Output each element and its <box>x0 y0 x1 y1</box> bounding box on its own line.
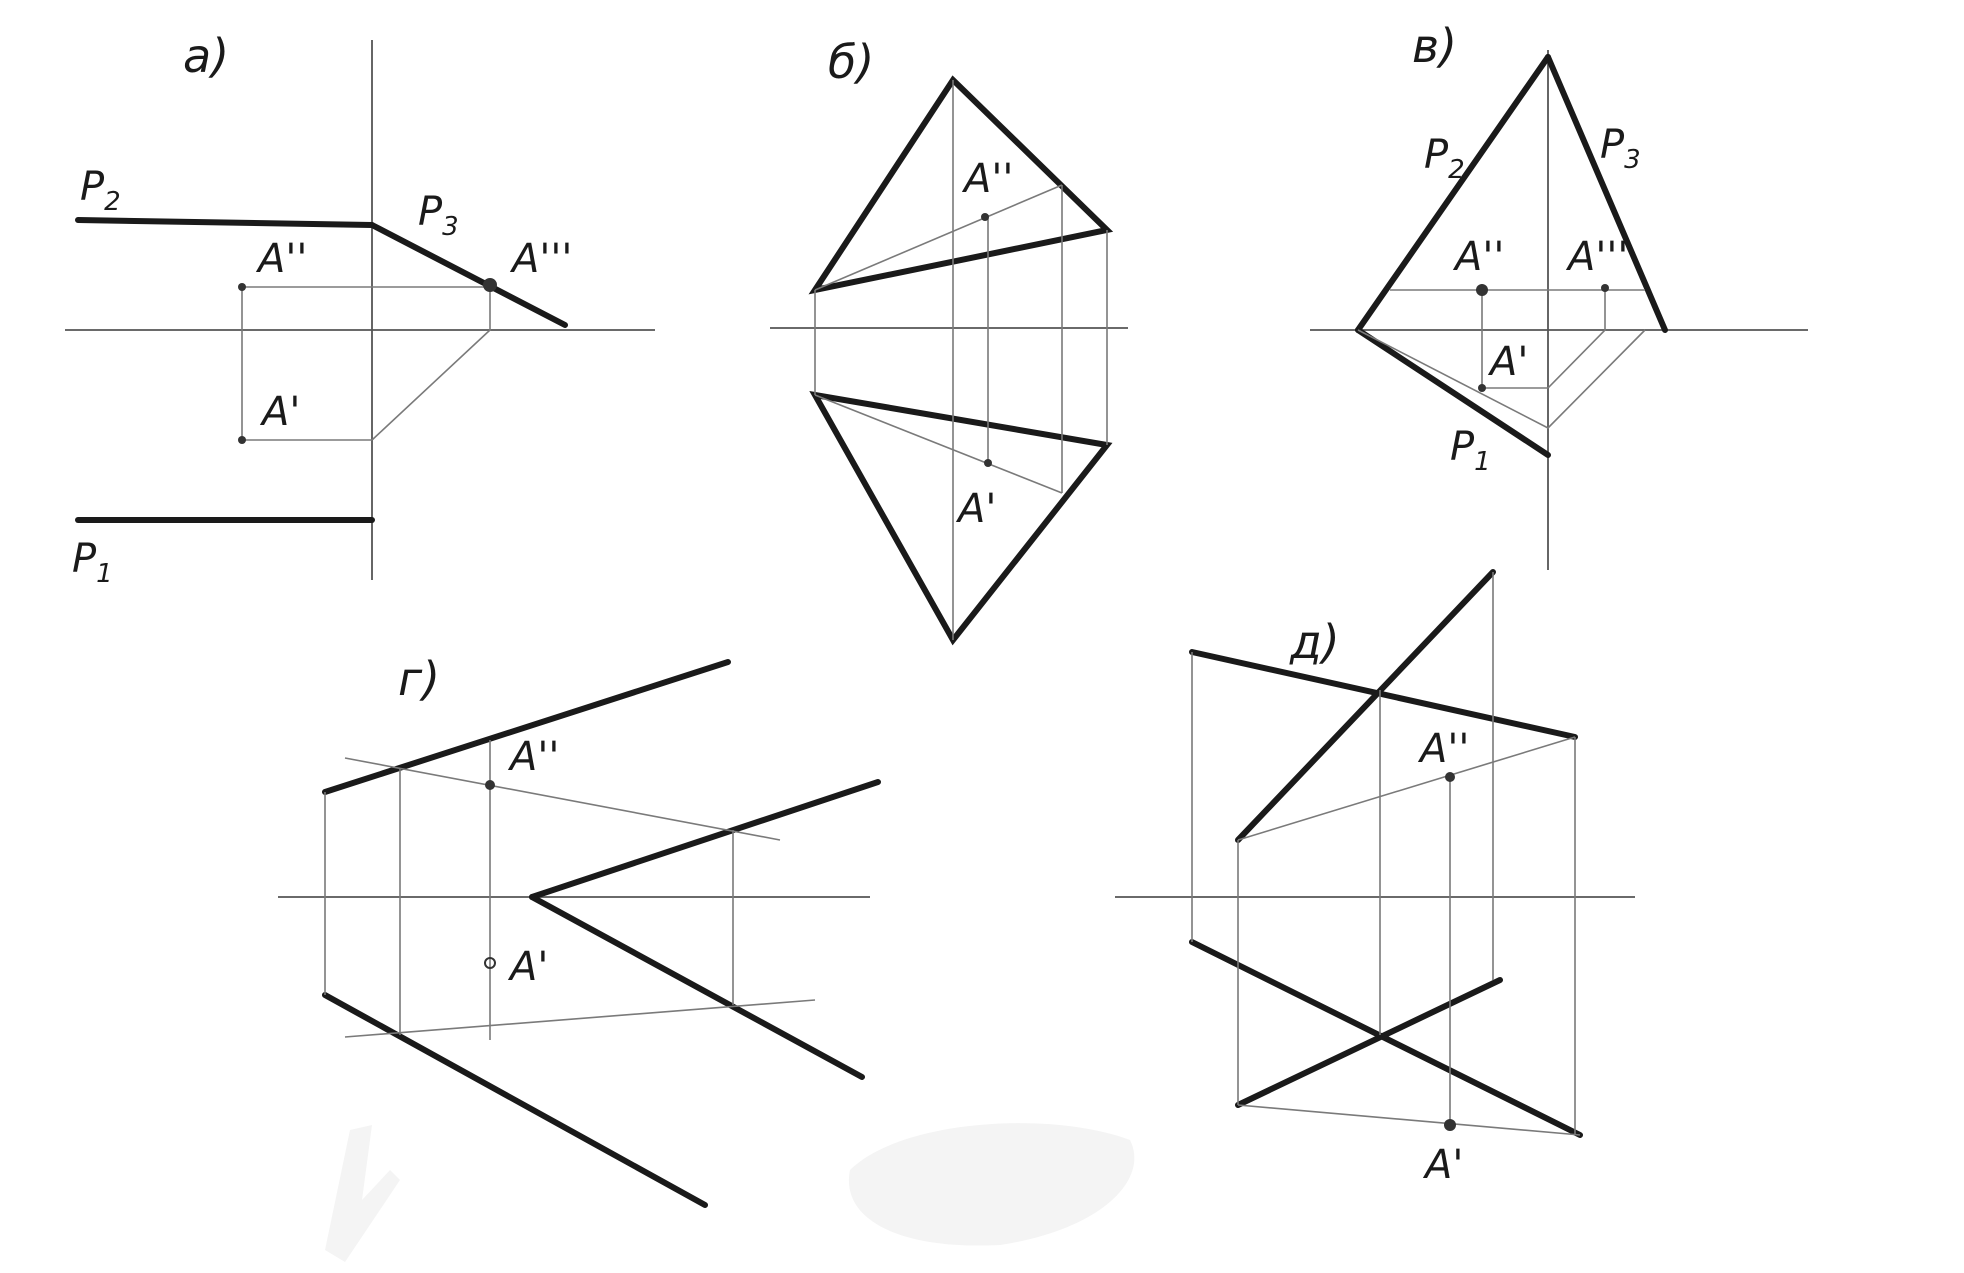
trace-p3 <box>1545 54 1668 333</box>
plane-trace-upper-right <box>529 779 881 900</box>
point-a1 <box>984 459 992 467</box>
upper-plane-triangle <box>808 75 1114 295</box>
label-a3: A''' <box>509 236 572 282</box>
label-a2: A'' <box>255 236 307 282</box>
point-a2 <box>238 283 246 291</box>
plane-trace-lower-a <box>1189 939 1583 1138</box>
label-a1: A' <box>507 944 548 990</box>
panel-g-title: г) <box>398 652 440 706</box>
plane-trace-lower-b <box>1235 977 1503 1108</box>
label-a1: A' <box>1422 1142 1463 1188</box>
trace-p3 <box>369 222 568 328</box>
panel-g: г) A'' A' <box>278 652 881 1208</box>
construction-lines <box>814 80 1108 640</box>
plane-trace-diagonal <box>1235 569 1496 843</box>
point-a1 <box>1444 1119 1456 1131</box>
label-a2: A'' <box>1417 726 1469 772</box>
plane-trace-lower-right <box>529 894 865 1080</box>
point-a3 <box>483 278 497 292</box>
label-a3: A''' <box>1565 234 1628 280</box>
construction-lines <box>324 740 816 1040</box>
point-a2 <box>981 213 989 221</box>
panel-d-title: д) <box>1289 615 1340 669</box>
paper-smudges <box>325 1123 1135 1262</box>
panel-b: б) A'' A' <box>770 35 1128 646</box>
label-p2: P2 <box>1424 132 1465 185</box>
point-a3 <box>1601 284 1609 292</box>
panel-a: a) P2 P3 P1 A'' A''' A' <box>65 29 655 589</box>
point-a2 <box>1476 284 1488 296</box>
trace-p2 <box>75 217 375 228</box>
point-a2 <box>1445 772 1455 782</box>
panel-v-title: в) <box>1412 19 1457 73</box>
label-p2: P2 <box>80 164 121 217</box>
construction-lines <box>1191 572 1581 1136</box>
panel-v: в) P2 P3 P1 A'' A''' A' <box>1310 19 1808 570</box>
label-p3: P3 <box>418 189 459 242</box>
label-p1: P1 <box>72 536 113 589</box>
label-a2: A'' <box>961 156 1013 202</box>
label-a1: A' <box>1487 339 1528 385</box>
panel-a-title: a) <box>183 29 229 83</box>
point-a2 <box>485 780 495 790</box>
construction-lines <box>1357 289 1646 429</box>
label-a2: A'' <box>507 734 559 780</box>
panel-d: д) A'' A' <box>1115 569 1635 1188</box>
plane-trace-upper-left <box>322 659 731 795</box>
trace-p2 <box>1355 54 1551 333</box>
point-a1 <box>484 957 496 969</box>
plane-trace-lower-left <box>322 992 708 1208</box>
label-a2: A'' <box>1452 234 1504 280</box>
panel-b-title: б) <box>828 35 874 89</box>
label-a1: A' <box>259 389 300 435</box>
label-p1: P1 <box>1450 424 1491 477</box>
point-a1 <box>1478 384 1486 392</box>
point-a1 <box>238 436 246 444</box>
trace-p1 <box>1355 327 1551 458</box>
label-a1: A' <box>955 486 996 532</box>
lower-plane-triangle <box>809 390 1113 646</box>
label-p3: P3 <box>1600 122 1641 175</box>
plane-trace-top <box>1189 649 1578 740</box>
